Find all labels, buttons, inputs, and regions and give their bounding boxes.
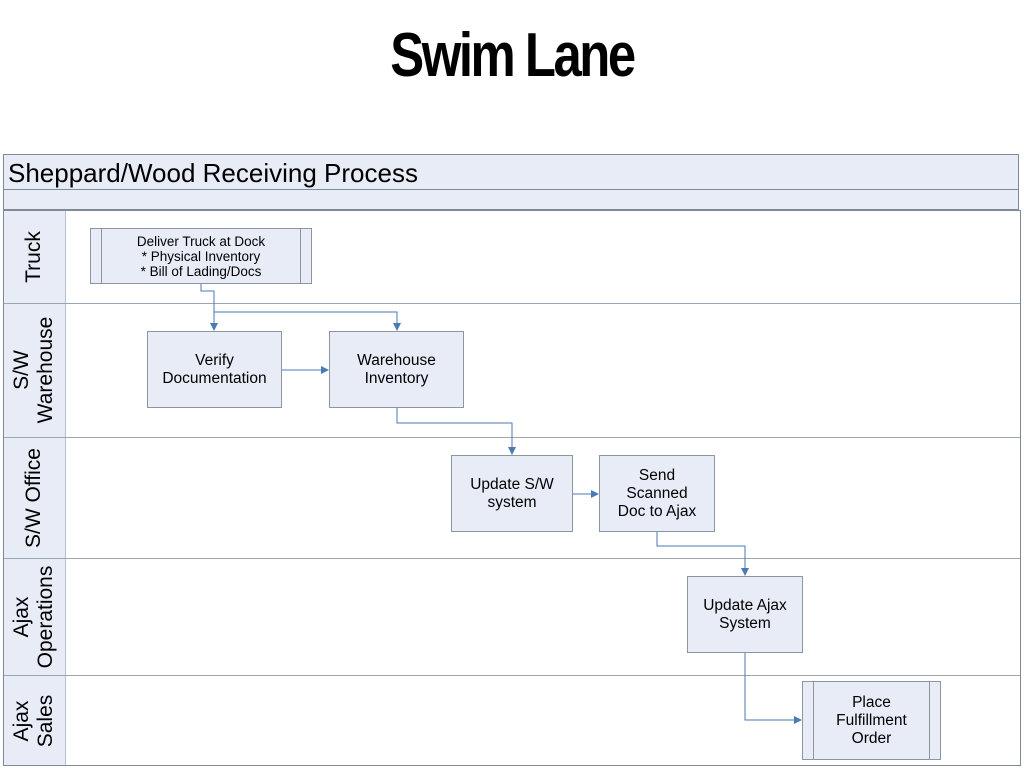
step-place-fulfillment-order[interactable]: Place Fulfillment Order (802, 681, 941, 760)
lane-label-sw-office: S/W Office (22, 447, 45, 548)
lane-divider (3, 675, 1021, 676)
step-warehouse-inventory[interactable]: Warehouse Inventory (329, 331, 464, 408)
lane-header-ajax-sales: Ajax Sales (3, 675, 66, 766)
lane-header-sw-warehouse: S/W Warehouse (3, 303, 66, 437)
lane-header-truck: Truck (3, 210, 66, 303)
step-deliver-truck[interactable]: Deliver Truck at Dock * Physical Invento… (90, 228, 312, 284)
lane-divider (3, 303, 1021, 304)
step-send-scanned-doc[interactable]: Send Scanned Doc to Ajax (599, 455, 715, 532)
lane-header-ajax-operations: Ajax Operations (3, 558, 66, 675)
lane-divider (3, 558, 1021, 559)
lane-label-ajax-sales: Ajax Sales (10, 694, 57, 747)
lane-divider (3, 437, 1021, 438)
pool-header: Sheppard/Wood Receiving Process (3, 154, 1019, 190)
lane-header-sw-office: S/W Office (3, 437, 66, 558)
lane-label-truck: Truck (22, 230, 45, 283)
lane-label-sw-warehouse: S/W Warehouse (10, 316, 57, 424)
lane-ajax-operations: Ajax Operations (3, 558, 1021, 675)
lane-label-ajax-operations: Ajax Operations (10, 565, 57, 668)
swimlane-pool: Sheppard/Wood Receiving Process (3, 154, 1021, 766)
pool-subheader (3, 190, 1019, 210)
step-verify-documentation[interactable]: Verify Documentation (147, 331, 282, 408)
step-update-ajax-system[interactable]: Update Ajax System (687, 576, 803, 653)
slide-title: Swim Lane (390, 21, 636, 90)
step-update-sw-system[interactable]: Update S/W system (451, 455, 573, 532)
lane-body-ajax-operations (66, 558, 1021, 675)
lane-divider (3, 210, 1021, 211)
pool-title: Sheppard/Wood Receiving Process (8, 158, 418, 188)
